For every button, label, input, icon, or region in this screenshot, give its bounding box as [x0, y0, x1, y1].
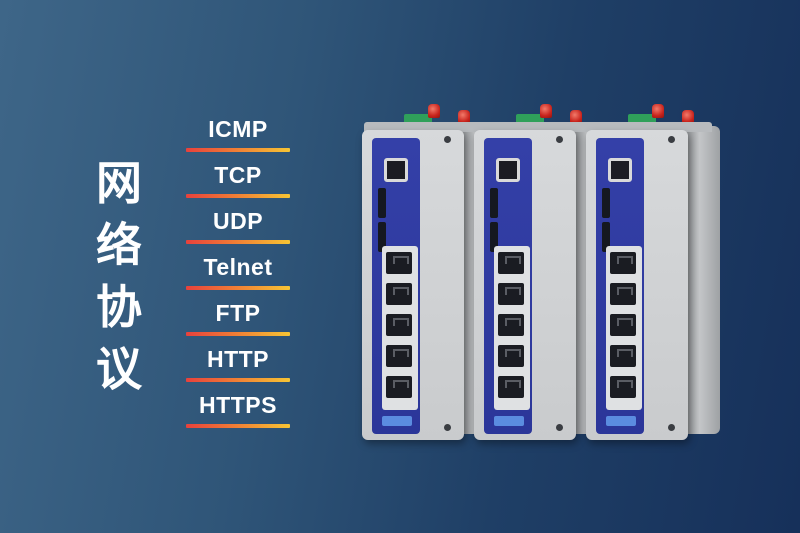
sim-slot — [490, 222, 498, 252]
protocol-item: UDP — [186, 204, 290, 250]
title-char: 议 — [96, 342, 144, 396]
ethernet-port-icon — [610, 345, 636, 367]
ethernet-port-icon — [498, 376, 524, 398]
protocol-label: HTTPS — [199, 392, 277, 418]
antenna-icon — [540, 104, 552, 118]
dip-switch — [494, 416, 524, 426]
ethernet-port-icon — [498, 345, 524, 367]
ethernet-port-block — [606, 246, 642, 410]
protocol-label: HTTP — [206, 346, 270, 372]
front-panel — [596, 138, 644, 434]
protocol-label: TCP — [214, 162, 262, 188]
power-jack-icon — [496, 158, 520, 182]
protocol-item: HTTP — [186, 342, 290, 388]
ethernet-port-icon — [610, 314, 636, 336]
device-top — [476, 122, 600, 132]
ethernet-port-icon — [498, 252, 524, 274]
device-top — [364, 122, 488, 132]
screw-icon — [444, 424, 451, 431]
sim-slot — [602, 222, 610, 252]
antenna-icon — [428, 104, 440, 118]
antenna-icon — [570, 110, 582, 124]
ethernet-port-icon — [610, 283, 636, 305]
device-body — [474, 130, 576, 440]
device-body — [362, 130, 464, 440]
router-device-image — [362, 104, 496, 440]
protocol-label: ICMP — [208, 116, 268, 142]
router-device-image — [586, 104, 720, 440]
antenna-icon — [652, 104, 664, 118]
ethernet-port-icon — [610, 376, 636, 398]
power-jack-icon — [608, 158, 632, 182]
gradient-underline — [186, 286, 290, 290]
protocol-item: ICMP — [186, 112, 290, 158]
ethernet-port-block — [382, 246, 418, 410]
screw-icon — [668, 424, 675, 431]
protocol-item: FTP — [186, 296, 290, 342]
dip-switch — [606, 416, 636, 426]
power-jack-icon — [384, 158, 408, 182]
ethernet-port-icon — [386, 283, 412, 305]
antenna-icon — [458, 110, 470, 124]
ethernet-port-icon — [610, 252, 636, 274]
front-panel — [484, 138, 532, 434]
screw-icon — [556, 136, 563, 143]
ethernet-port-icon — [386, 252, 412, 274]
gradient-underline — [186, 332, 290, 336]
ethernet-port-block — [494, 246, 530, 410]
protocol-label: FTP — [215, 300, 261, 326]
protocol-label: Telnet — [203, 254, 273, 280]
ethernet-port-icon — [386, 314, 412, 336]
protocol-label: UDP — [212, 208, 264, 234]
sim-slot — [490, 188, 498, 218]
screw-icon — [556, 424, 563, 431]
ethernet-port-icon — [498, 283, 524, 305]
ethernet-port-icon — [386, 345, 412, 367]
gradient-underline — [186, 424, 290, 428]
screw-icon — [668, 136, 675, 143]
title-char: 网 — [96, 156, 144, 210]
protocol-list: ICMP TCP UDP Telnet FTP HTTP HTTPS — [186, 112, 290, 434]
screw-icon — [444, 136, 451, 143]
protocol-item: Telnet — [186, 250, 290, 296]
title-char: 协 — [96, 280, 144, 334]
dip-switch — [382, 416, 412, 426]
title-char: 络 — [96, 218, 144, 272]
protocol-item: TCP — [186, 158, 290, 204]
sim-slot — [378, 222, 386, 252]
sim-slot — [378, 188, 386, 218]
din-rail-side — [686, 126, 720, 434]
protocol-item: HTTPS — [186, 388, 290, 434]
gradient-underline — [186, 378, 290, 382]
vertical-title: 网 络 协 议 — [88, 152, 152, 400]
gradient-underline — [186, 148, 290, 152]
device-top — [588, 122, 712, 132]
front-panel — [372, 138, 420, 434]
gradient-underline — [186, 194, 290, 198]
ethernet-port-icon — [386, 376, 412, 398]
antenna-icon — [682, 110, 694, 124]
sim-slot — [602, 188, 610, 218]
gradient-underline — [186, 240, 290, 244]
device-body — [586, 130, 688, 440]
ethernet-port-icon — [498, 314, 524, 336]
